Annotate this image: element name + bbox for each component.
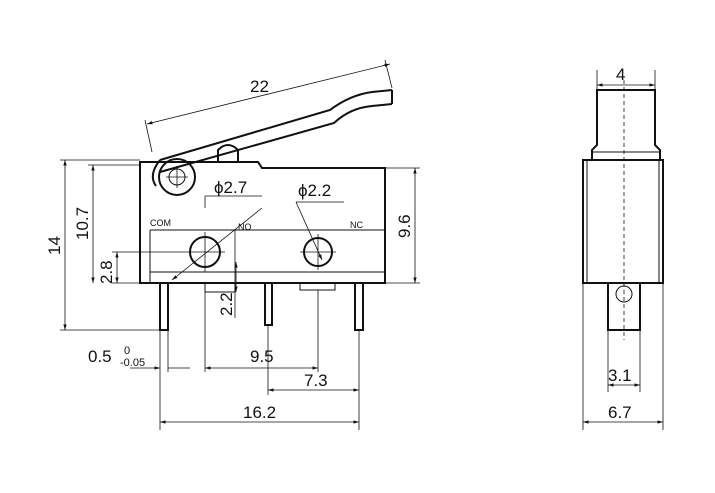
dimension-total-height [60, 159, 160, 331]
dimension-total-height-label: 14 [45, 236, 64, 255]
dimension-pitch-1 [204, 290, 319, 372]
dimension-terminal-thickness-label: 0.5 [88, 347, 112, 366]
actuator-button [217, 144, 239, 162]
dimension-hole-offset-label: 2.8 [97, 260, 116, 284]
dimension-terminal-thickness [130, 330, 190, 372]
dimension-top-width [596, 70, 656, 90]
dimension-total-width [159, 372, 359, 430]
dimension-hole-offset [112, 251, 185, 284]
dimension-lever-label: 22 [250, 77, 269, 96]
dimension-phi-hole-label: ϕ2.2 [298, 181, 331, 200]
dimension-phi-roller-label: ϕ2.7 [214, 178, 247, 197]
side-body [582, 80, 664, 340]
lever [151, 89, 393, 187]
dimension-phi-roller [171, 195, 263, 281]
dimension-pitch-1-label: 9.5 [250, 347, 274, 366]
dimension-body-height [88, 164, 140, 283]
dimension-lever [144, 59, 393, 153]
pin-label-com: COM [150, 218, 171, 228]
mounting-hole-left [185, 232, 225, 272]
dimension-total-width-label: 16.2 [243, 403, 276, 422]
pin-label-no: NO [238, 222, 252, 232]
tolerance-upper: 0 [124, 345, 130, 357]
side-view: 4 3.1 6.7 [582, 65, 664, 430]
dimension-terminal-width [607, 330, 641, 392]
roller [158, 158, 196, 196]
dimension-terminal-width-label: 3.1 [608, 366, 632, 385]
dimension-terminal-gap-label: 2.2 [217, 292, 236, 316]
terminals [159, 283, 364, 331]
tolerance-lower: -0.05 [120, 357, 145, 369]
dimension-top-width-label: 4 [616, 65, 625, 84]
pin-label-nc: NC [350, 220, 363, 230]
dimension-body-width-label: 6.7 [608, 403, 632, 422]
dimension-body-height-label: 10.7 [73, 207, 92, 240]
dimension-body-width [582, 283, 664, 430]
front-view: COM NO NC 22 ϕ2.7 ϕ2.2 14 [45, 59, 420, 430]
dimension-right-height-label: 9.6 [395, 214, 414, 238]
dimension-terminal-gap [234, 230, 238, 318]
dimension-right-height [385, 167, 420, 284]
dimension-phi-hole [295, 201, 344, 261]
dimension-pitch-2 [267, 325, 360, 430]
dimension-pitch-2-label: 7.3 [304, 371, 328, 390]
